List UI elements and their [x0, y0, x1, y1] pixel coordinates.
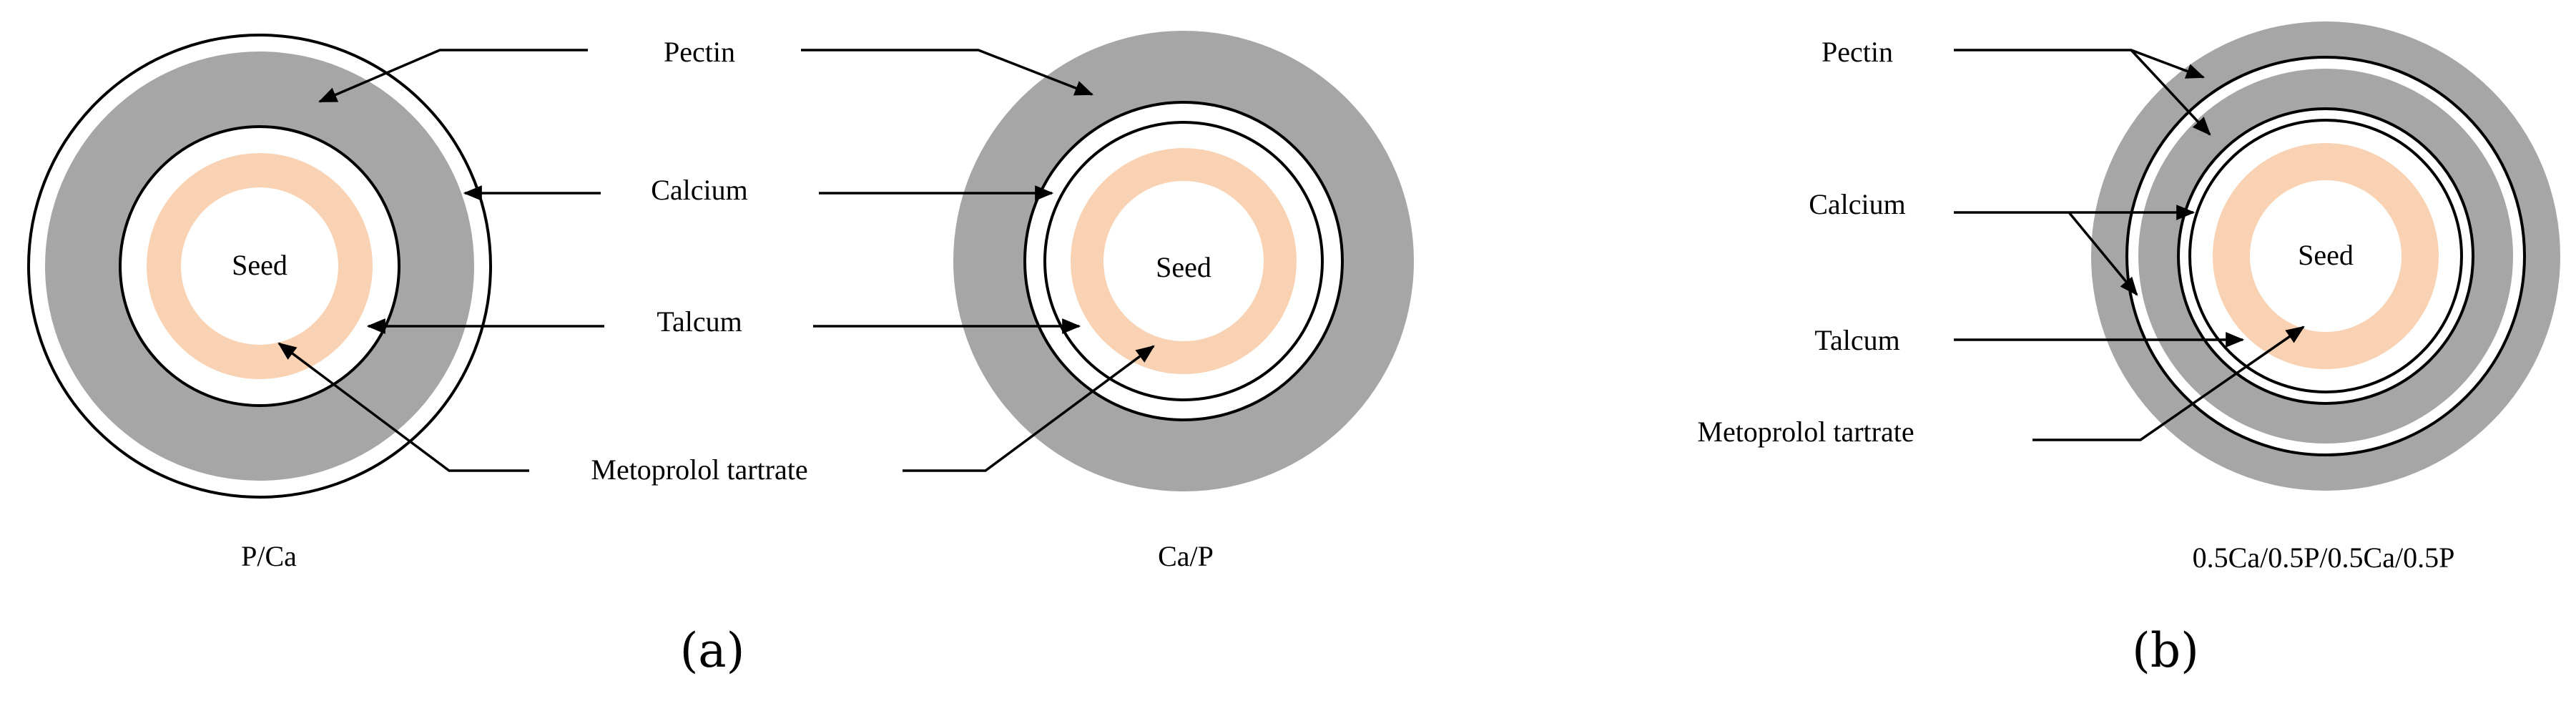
- seed-label: Seed: [1156, 251, 1211, 283]
- panel-b-leader-lines: [1954, 49, 2305, 441]
- panel-b-label: (b): [2132, 623, 2199, 678]
- drug-pointer: [2032, 325, 2305, 441]
- pellet-ca-p: Seed: [953, 31, 1414, 491]
- pectin-pointer-outer: [1954, 49, 2206, 79]
- pellet-p-ca: Seed: [27, 34, 492, 499]
- calcium-pointer-outer: [2068, 211, 2138, 296]
- seed-label: Seed: [2298, 239, 2354, 271]
- seed-core: [181, 187, 338, 345]
- drug-label: Metoprolol tartrate: [591, 454, 807, 486]
- pectin-pointer-inner: [2130, 49, 2211, 136]
- pectin-label: Pectin: [664, 36, 735, 68]
- calcium-label: Calcium: [1809, 188, 1906, 220]
- seed-label: Seed: [232, 249, 287, 281]
- pectin-pointer-right: [801, 49, 1094, 96]
- drug-pointer-left: [277, 342, 529, 472]
- talcum-label: Talcum: [1814, 324, 1899, 356]
- calcium-label: Calcium: [651, 174, 748, 206]
- caption-multilayer: 0.5Ca/0.5P/0.5Ca/0.5P: [2193, 541, 2455, 574]
- pellet-multilayer: Seed: [2091, 21, 2560, 491]
- caption-p-ca: P/Ca: [241, 540, 297, 572]
- drug-label: Metoprolol tartrate: [1697, 416, 1914, 448]
- drug-pointer-right: [903, 345, 1155, 472]
- pectin-pointer-left: [318, 49, 588, 103]
- talcum-label: Talcum: [657, 305, 742, 338]
- pectin-label: Pectin: [1822, 36, 1893, 68]
- caption-ca-p: Ca/P: [1158, 540, 1214, 572]
- seed-core: [2250, 180, 2402, 332]
- panel-a-leader-lines: [277, 49, 1155, 472]
- panel-a-label: (a): [680, 623, 745, 678]
- seed-core: [1103, 181, 1264, 341]
